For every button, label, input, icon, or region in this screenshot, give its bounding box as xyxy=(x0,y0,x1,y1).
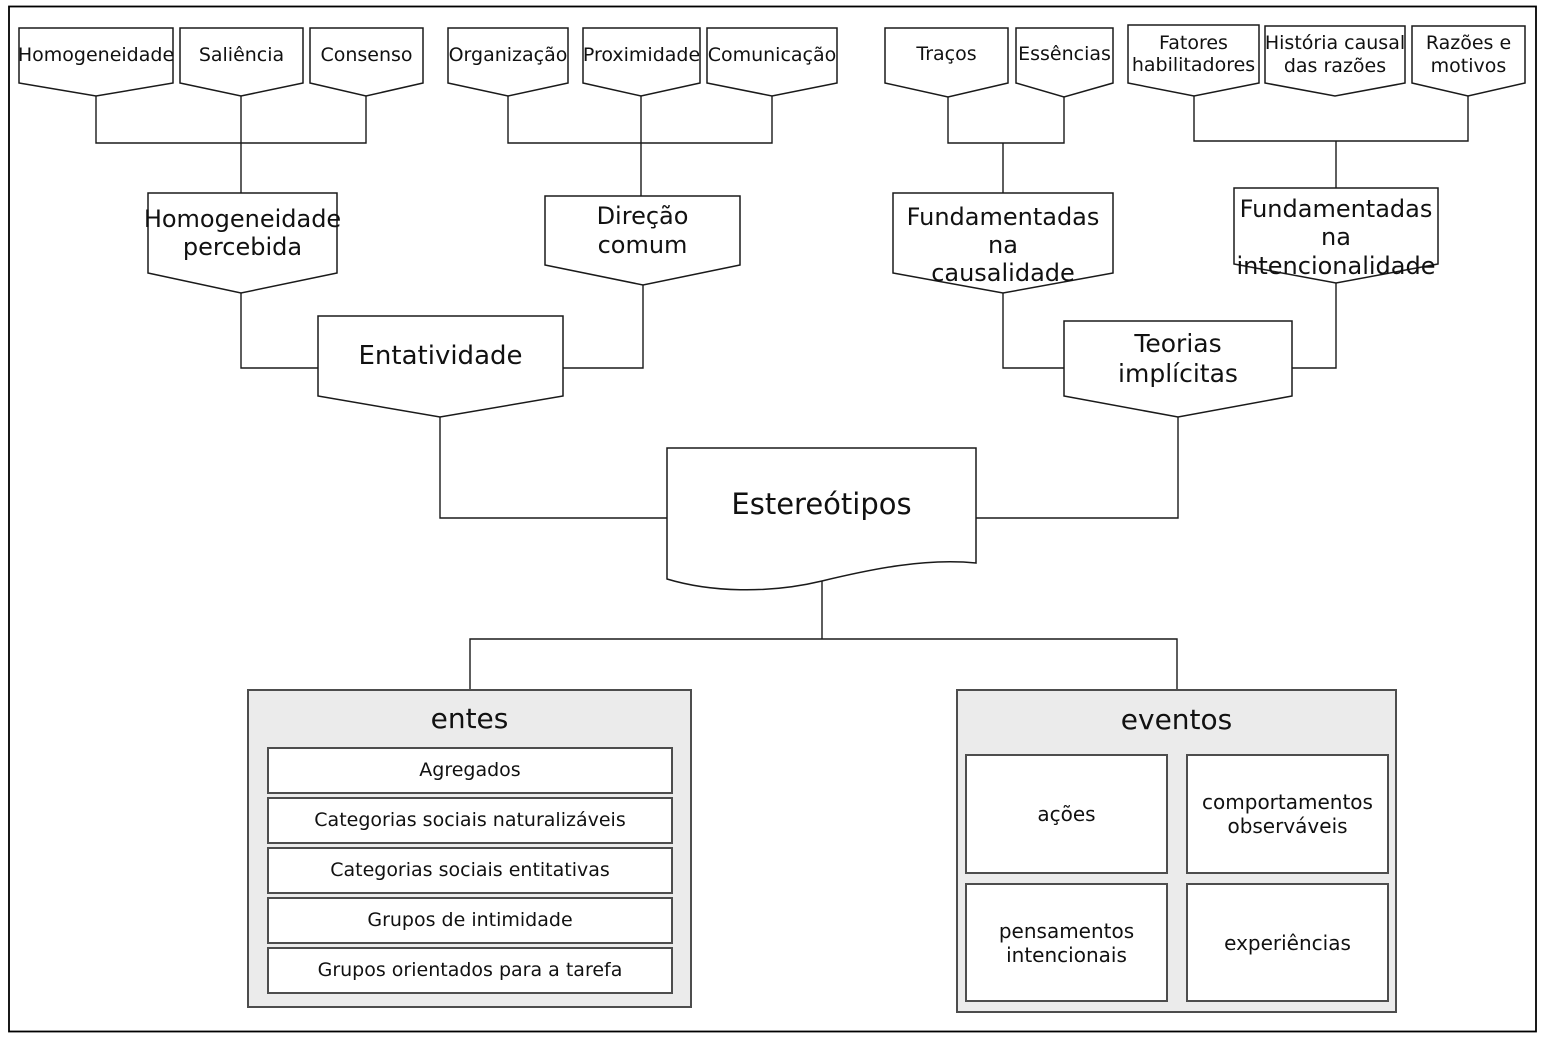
node-saliencia-shape xyxy=(179,27,304,97)
connector-bottom-bus xyxy=(469,638,1178,689)
eventos-item-acoes: ações xyxy=(965,754,1168,874)
entes-item-agregados: Agregados xyxy=(267,747,673,794)
connector-group4-bus xyxy=(1193,96,1469,142)
connectors xyxy=(95,96,1469,689)
connector-fi-to-teorias xyxy=(1292,283,1337,369)
eventos-item-experiencias: experiências xyxy=(1186,883,1389,1002)
connector-teorias-to-estereotipos xyxy=(976,417,1179,519)
connector-hp-to-entatividade xyxy=(240,293,318,369)
node-entatividade-shape xyxy=(317,315,564,418)
node-estereotipos-shape xyxy=(666,447,977,591)
node-homogeneidade-percebida-shape xyxy=(147,192,338,294)
entes-item-grupos-intimidade: Grupos de intimidade xyxy=(267,897,673,944)
connector-entatividade-to-estereotipos xyxy=(439,417,667,519)
entes-item-categorias-entitativas: Categorias sociais entitativas xyxy=(267,847,673,894)
node-direcao-comum-shape xyxy=(544,195,741,286)
node-proximidade-shape xyxy=(582,27,701,97)
connector-group2-bus xyxy=(507,96,773,144)
node-teorias-implicitas-shape xyxy=(1063,320,1293,418)
page-border xyxy=(8,5,1537,1033)
node-shapes xyxy=(18,24,1526,591)
node-fundamentadas-causalidade-shape xyxy=(892,192,1114,294)
connector-dc-to-entatividade xyxy=(563,285,644,369)
node-fundamentadas-intencionalidade-shape xyxy=(1233,187,1439,284)
node-consenso-shape xyxy=(309,27,424,97)
entes-item-categorias-naturalizaveis: Categorias sociais naturalizáveis xyxy=(267,797,673,844)
node-razoes-motivos-shape xyxy=(1411,25,1526,97)
connector-group1-bus xyxy=(95,96,367,144)
node-homogeneidade-shape xyxy=(18,27,174,97)
entes-item-grupos-tarefa: Grupos orientados para a tarefa xyxy=(267,947,673,994)
node-comunicacao-shape xyxy=(706,27,838,97)
eventos-item-pensamentos: pensamentos intencionais xyxy=(965,883,1168,1002)
node-fatores-habilitadores-shape xyxy=(1127,24,1260,97)
node-historia-causal-shape xyxy=(1264,25,1406,97)
connector-group3-bus xyxy=(947,97,1065,144)
eventos-item-comportamentos: comportamentos observáveis xyxy=(1186,754,1389,874)
connector-fc-to-teorias xyxy=(1002,293,1064,369)
node-essencias-shape xyxy=(1015,27,1114,98)
node-tracos-shape xyxy=(884,27,1009,98)
node-organizacao-shape xyxy=(447,27,569,97)
